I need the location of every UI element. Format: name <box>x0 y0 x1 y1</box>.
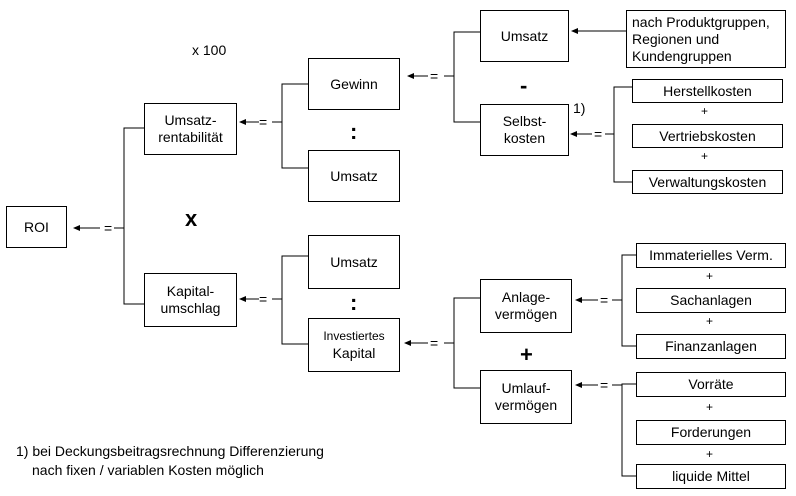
liquide-mittel-box: liquide Mittel <box>636 464 786 489</box>
kapitalumschlag-box: Kapital- umschlag <box>144 273 237 327</box>
bracket-anlagevermoegen <box>621 254 636 347</box>
verwaltungskosten-box: Verwaltungskosten <box>632 170 783 194</box>
plus-vorraete-forderungen: + <box>706 400 714 414</box>
equals-roi: = <box>104 220 113 236</box>
equals-kapitalumschlag: = <box>259 291 268 307</box>
produktgruppen-box: nach Produktgruppen, Regionen und Kunden… <box>626 10 786 68</box>
equals-selbstkosten: = <box>594 126 603 142</box>
roi-box: ROI <box>6 206 67 248</box>
investiertes-kapital-line2: Kapital <box>332 344 376 361</box>
sachanlagen-box: Sachanlagen <box>636 288 786 313</box>
gewinn-box: Gewinn <box>308 58 400 110</box>
forderungen-box: Forderungen <box>636 420 786 445</box>
bracket-selbstkosten <box>613 86 632 183</box>
plus-herstell-vertrieb: + <box>701 104 709 118</box>
umsatz-mid-box: Umsatz <box>308 150 400 202</box>
bracket-kapitalumschlag <box>281 255 308 345</box>
plus-sach-finanz: + <box>706 314 714 328</box>
vorraete-box: Vorräte <box>636 372 786 397</box>
equals-investiertes-kapital: = <box>430 335 439 351</box>
immaterielles-box: Immaterielles Verm. <box>636 243 786 268</box>
bracket-gewinn <box>453 31 480 123</box>
anlagevermoegen-box: Anlage- vermögen <box>480 279 572 333</box>
footnote: 1) bei Deckungsbeitragsrechnung Differen… <box>16 442 324 480</box>
divide-operator-lower: : <box>350 290 358 315</box>
umsatz-lower-box: Umsatz <box>308 235 400 289</box>
equals-umsatzrentabilitaet: = <box>259 114 268 130</box>
equals-gewinn: = <box>430 68 439 84</box>
vertriebskosten-box: Vertriebskosten <box>632 124 783 148</box>
plus-immateriell-sach: + <box>706 269 714 283</box>
footnote-line1: 1) bei Deckungsbeitragsrechnung Differen… <box>16 443 324 459</box>
footnote-marker: 1) <box>573 100 586 116</box>
equals-umlaufvermoegen: = <box>600 377 609 393</box>
divide-operator-upper: : <box>350 119 358 144</box>
umlaufvermoegen-box: Umlauf- vermögen <box>480 370 572 424</box>
bracket-umsatzrentabilitaet <box>281 83 308 169</box>
bracket-roi <box>123 127 144 305</box>
selbstkosten-box: Selbst- kosten <box>480 104 569 156</box>
bracket-investiertes-kapital <box>453 297 480 389</box>
finanzanlagen-box: Finanzanlagen <box>636 334 786 359</box>
equals-anlagevermoegen: = <box>600 292 609 308</box>
herstellkosten-box: Herstellkosten <box>632 79 783 103</box>
investiertes-kapital-box: Investiertes Kapital <box>308 318 400 372</box>
plus-vertrieb-verwaltung: + <box>701 149 709 163</box>
plus-operator-vermoegen: + <box>520 342 533 367</box>
umsatzrentabilitaet-box: Umsatz- rentabilität <box>144 103 237 155</box>
minus-operator: - <box>520 73 528 98</box>
investiertes-kapital-line1: Investiertes <box>323 328 385 343</box>
bracket-umlaufvermoegen <box>621 383 636 477</box>
times-operator: x <box>185 206 198 231</box>
multiplier-note: x 100 <box>192 42 227 58</box>
umsatz-top-box: Umsatz <box>480 10 569 62</box>
plus-forderungen-liquide: + <box>706 447 714 461</box>
footnote-line2: nach fixen / variablen Kosten möglich <box>32 462 264 478</box>
